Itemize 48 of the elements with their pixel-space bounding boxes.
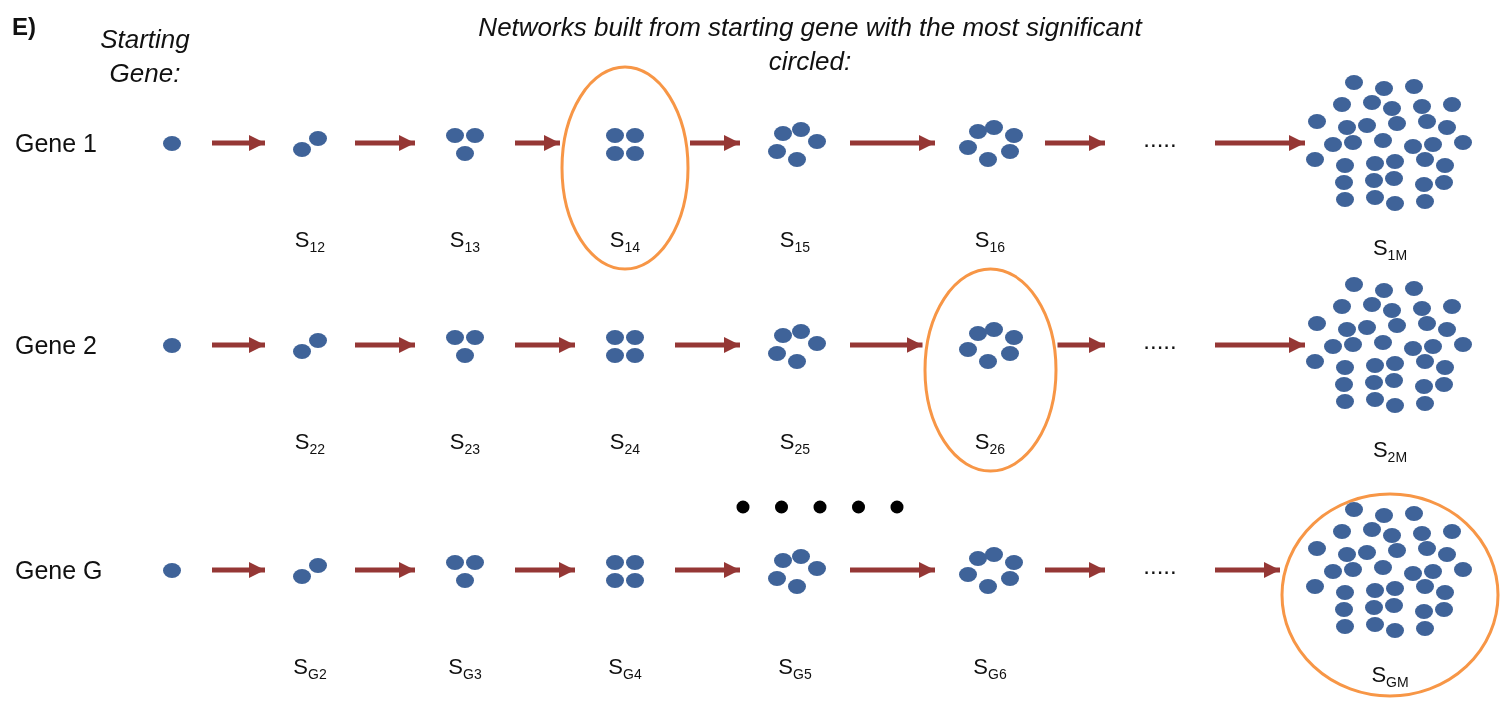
continuation-dots: ..... bbox=[1142, 125, 1178, 153]
network-label: S$_{14}$ bbox=[608, 227, 642, 256]
row-label: Gene 1 bbox=[15, 128, 98, 158]
arrow bbox=[1215, 135, 1305, 151]
continuation-dots: ..... bbox=[1142, 552, 1178, 580]
row-label: Gene G bbox=[15, 555, 104, 585]
arrow bbox=[1045, 562, 1105, 578]
arrow bbox=[850, 135, 935, 151]
network-label: S$_{GM}$ bbox=[1370, 662, 1410, 691]
arrow bbox=[355, 337, 415, 353]
arrow bbox=[850, 562, 935, 578]
network-label: S$_{22}$ bbox=[293, 429, 327, 458]
arrow bbox=[1057, 337, 1105, 353]
continuation-dots: ..... bbox=[1142, 327, 1178, 355]
network-label: S$_{1M}$ bbox=[1371, 235, 1409, 264]
network-label: S$_{23}$ bbox=[448, 429, 482, 458]
network-label: S$_{25}$ bbox=[778, 429, 812, 458]
arrow bbox=[212, 562, 265, 578]
arrow bbox=[212, 135, 265, 151]
network-label: S$_{16}$ bbox=[973, 227, 1007, 256]
panel-letter: E) bbox=[12, 12, 37, 42]
network-label: S$_{G3}$ bbox=[447, 654, 483, 683]
network-label: S$_{2M}$ bbox=[1371, 437, 1409, 466]
network-label: S$_{12}$ bbox=[293, 227, 327, 256]
column-heading: Starting Gene: bbox=[99, 23, 191, 90]
arrow bbox=[355, 135, 415, 151]
network-label: S$_{15}$ bbox=[778, 227, 812, 256]
arrow bbox=[515, 135, 560, 151]
arrow bbox=[1215, 337, 1305, 353]
network-label: S$_{24}$ bbox=[608, 429, 642, 458]
arrow bbox=[515, 337, 575, 353]
network-label: S$_{26}$ bbox=[973, 429, 1007, 458]
arrow bbox=[355, 562, 415, 578]
network-label: S$_{G6}$ bbox=[972, 654, 1008, 683]
arrow bbox=[212, 337, 265, 353]
column-heading: Networks built from starting gene with the most significant circled: bbox=[477, 11, 1144, 78]
arrow bbox=[1045, 135, 1105, 151]
network-label: S$_{G2}$ bbox=[292, 654, 328, 683]
arrow bbox=[675, 562, 740, 578]
arrow bbox=[675, 337, 740, 353]
network-label: S$_{G4}$ bbox=[607, 654, 643, 683]
arrow bbox=[850, 337, 923, 353]
row-label: Gene 2 bbox=[15, 330, 98, 360]
arrow bbox=[1215, 562, 1280, 578]
network-label: S$_{G5}$ bbox=[777, 654, 813, 683]
arrow bbox=[690, 135, 740, 151]
arrow bbox=[515, 562, 575, 578]
network-label: S$_{13}$ bbox=[448, 227, 482, 256]
